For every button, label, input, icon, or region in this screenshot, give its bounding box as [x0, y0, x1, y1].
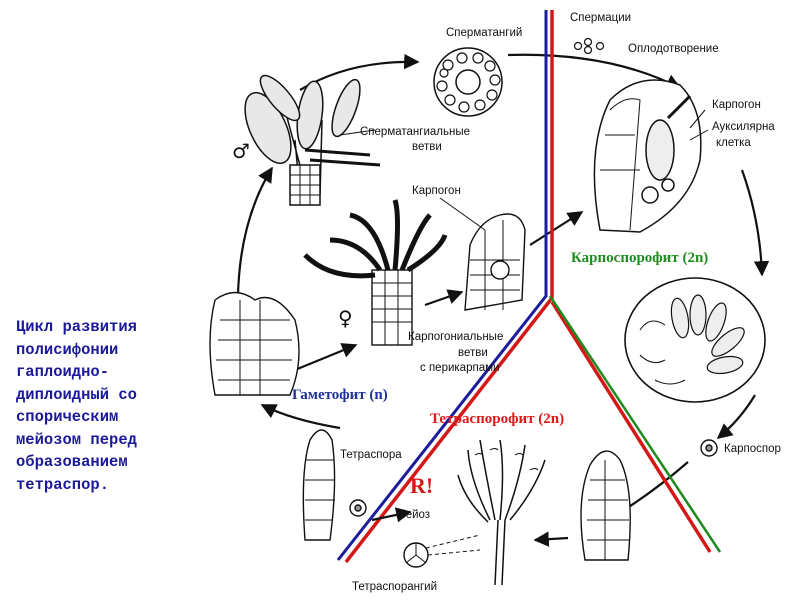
phase-carposporophyte: Карпоспорофит (2n)	[571, 250, 708, 266]
label-carpogon-branches-line3: с перикарпами	[420, 362, 499, 374]
carpogonial-branch-drawing	[464, 213, 526, 311]
label-auxiliary-line2: клетка	[716, 137, 751, 149]
divider-red-right	[550, 301, 712, 553]
phase-gametophyte: Гаметофит (n)	[292, 387, 388, 403]
label-tetrasporangium: Тетраспорангий	[352, 581, 437, 593]
label-auxiliary-line1: Ауксилярна	[712, 121, 775, 133]
label-carpogon-branches-line2: ветви	[458, 347, 488, 359]
divider-green	[548, 295, 722, 553]
label-carpogon-top: Карпогон	[712, 99, 761, 111]
divider-blue	[336, 10, 548, 561]
arrow-to-carposporophyte	[740, 169, 770, 277]
arrow-tetraspore-to-gametophyte	[260, 404, 341, 430]
label-meiosis: Мейоз	[396, 509, 430, 521]
arrow-carpogon-to-carpogon	[529, 211, 584, 246]
arrow-to-carpospore	[716, 394, 756, 439]
label-carpogon-mid: Карпогон	[412, 185, 461, 197]
labels: Сперматангий Спермации Оплодотворение Ка…	[340, 12, 781, 593]
phase-dividers	[336, 10, 722, 564]
meiosis-arrow	[371, 507, 412, 523]
label-sperm-branches-line2: ветви	[412, 141, 442, 153]
carpospore-drawing	[700, 439, 718, 457]
label-spermatangium: Сперматангий	[446, 27, 522, 39]
label-carpogon-branches-line1: Карпогониальные	[408, 331, 503, 343]
carpogon-drawing	[593, 79, 702, 233]
arrow-female-to-carpogon	[424, 289, 464, 307]
label-spermatia: Спермации	[570, 12, 631, 24]
tetrasporophyte-drawing	[457, 439, 546, 586]
meiosis-mark: R!	[410, 473, 433, 498]
female-gametophyte-drawing	[303, 199, 448, 346]
phase-tetrasporophyte: Тетраспорофит (2n)	[430, 411, 564, 427]
label-tetraspore: Тетраспора	[340, 449, 402, 461]
tetrasporangium-drawing	[403, 534, 481, 568]
male-gametophyte-drawing	[244, 74, 381, 206]
young-gametophyte-drawing	[302, 429, 336, 541]
arrow-to-young-tetrasporophyte	[533, 531, 569, 547]
cystocarp-drawing	[624, 277, 766, 403]
arrow-to-male	[236, 166, 273, 296]
spermatangium-drawing	[433, 47, 503, 117]
mature-gametophyte-drawing	[209, 291, 300, 396]
female-symbol: ♀	[338, 306, 353, 330]
spermatia-drawing	[573, 37, 605, 55]
label-carpospore: Карпоспор	[724, 443, 781, 455]
tetraspore-drawing	[349, 499, 367, 517]
young-tetrasporophyte-drawing	[580, 450, 631, 561]
label-fertilization: Оплодотворение	[628, 43, 719, 55]
pointer-lines	[339, 109, 709, 231]
label-sperm-branches-line1: Сперматангиальные	[360, 126, 470, 138]
male-symbol: ♂	[232, 139, 250, 163]
arrow-gametophyte-to-female	[289, 343, 358, 374]
diagram-caption: Цикл развития полисифонии гаплоидно-дипл…	[16, 318, 137, 494]
